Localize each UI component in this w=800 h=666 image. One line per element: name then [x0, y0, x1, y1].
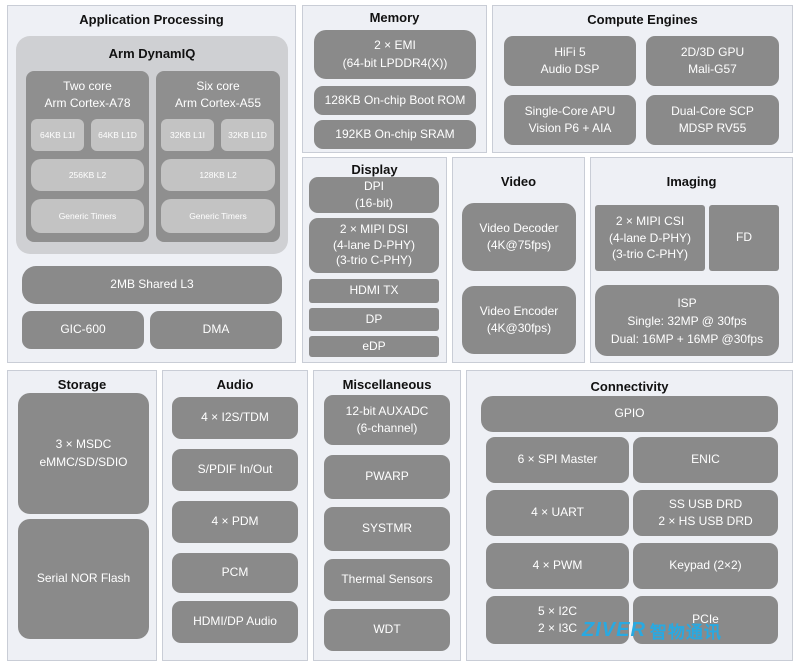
cortex-a55-title: Six core Arm Cortex-A55: [174, 78, 262, 110]
thermal-sensors: Thermal Sensors: [324, 559, 450, 601]
i2s-tdm: 4 × I2S/TDM: [172, 397, 298, 439]
storage-title: Storage: [57, 377, 107, 392]
auxadc: 12-bit AUXADC (6-channel): [324, 395, 450, 445]
video-panel: Video Video Decoder (4K@75fps) Video Enc…: [452, 157, 585, 363]
uart: 4 × UART: [486, 490, 629, 536]
msdc: 3 × MSDC eMMC/SD/SDIO: [18, 393, 149, 514]
a78-l1d: 64KB L1D: [91, 119, 144, 151]
onchip-sram: 192KB On-chip SRAM: [314, 120, 476, 149]
dp: DP: [309, 308, 439, 331]
i2c-i3c: 5 × I2C 2 × I3C: [486, 596, 629, 644]
application-processing-title: Application Processing: [79, 12, 224, 27]
hdmi-tx: HDMI TX: [309, 279, 439, 303]
edp: eDP: [309, 336, 439, 357]
memory-panel: Memory 2 × EMI (64-bit LPDDR4(X)) 128KB …: [302, 5, 487, 153]
a78-generic-timers: Generic Timers: [31, 199, 144, 233]
cortex-a78-block: Two core Arm Cortex-A78 64KB L1I 64KB L1…: [26, 71, 149, 242]
pdm: 4 × PDM: [172, 501, 298, 543]
ziver-chinese-text: 智物通讯: [649, 623, 722, 642]
dpi: DPI (16-bit): [309, 177, 439, 213]
keypad: Keypad (2×2): [633, 543, 778, 589]
arm-dynamiq-title: Arm DynamIQ: [108, 46, 196, 61]
pcie: PCIe: [633, 596, 778, 644]
systmr: SYSTMR: [324, 507, 450, 551]
dma: DMA: [150, 311, 282, 349]
imaging-title: Imaging: [666, 174, 717, 189]
audio-title: Audio: [216, 377, 254, 392]
ziver-logo: ZIVER: [582, 619, 646, 641]
connectivity-title: Connectivity: [590, 379, 669, 394]
gic-600: GIC-600: [22, 311, 144, 349]
mipi-dsi: 2 × MIPI DSI (4-lane D-PHY) (3-trio C-PH…: [309, 218, 439, 273]
wdt: WDT: [324, 609, 450, 651]
connectivity-panel: Connectivity GPIO 6 × SPI Master ENIC 4 …: [466, 370, 793, 661]
storage-panel: Storage 3 × MSDC eMMC/SD/SDIO Serial NOR…: [7, 370, 157, 661]
mdsp-scp: Dual-Core SCP MDSP RV55: [646, 95, 779, 145]
enic: ENIC: [633, 437, 778, 483]
mipi-csi: 2 × MIPI CSI (4-lane D-PHY) (3-trio C-PH…: [595, 205, 705, 271]
compute-engines-title: Compute Engines: [587, 12, 698, 27]
vision-p6-apu: Single-Core APU Vision P6 + AIA: [504, 95, 636, 145]
arm-dynamiq-cluster: Arm DynamIQ Two core Arm Cortex-A78 64KB…: [16, 36, 288, 254]
display-panel: Display DPI (16-bit) 2 × MIPI DSI (4-lan…: [302, 157, 447, 363]
a55-l1d: 32KB L1D: [221, 119, 274, 151]
spdif: S/PDIF In/Out: [172, 449, 298, 491]
usb-drd: SS USB DRD 2 × HS USB DRD: [633, 490, 778, 536]
pcm: PCM: [172, 553, 298, 593]
video-decoder: Video Decoder (4K@75fps): [462, 203, 576, 271]
hifi5-audio-dsp: HiFi 5 Audio DSP: [504, 36, 636, 86]
ziver-watermark: ZIVER 智物通讯: [582, 618, 722, 643]
emi: 2 × EMI (64-bit LPDDR4(X)): [314, 30, 476, 79]
video-encoder: Video Encoder (4K@30fps): [462, 286, 576, 354]
pwm: 4 × PWM: [486, 543, 629, 589]
imaging-panel: Imaging 2 × MIPI CSI (4-lane D-PHY) (3-t…: [590, 157, 793, 363]
memory-title: Memory: [369, 10, 420, 25]
a78-l2: 256KB L2: [31, 159, 144, 191]
pwarp: PWARP: [324, 455, 450, 499]
application-processing-panel: Application Processing Arm DynamIQ Two c…: [7, 5, 296, 363]
miscellaneous-panel: Miscellaneous 12-bit AUXADC (6-channel) …: [313, 370, 461, 661]
spi-master: 6 × SPI Master: [486, 437, 629, 483]
hdmi-dp-audio: HDMI/DP Audio: [172, 601, 298, 643]
compute-engines-panel: Compute Engines HiFi 5 Audio DSP 2D/3D G…: [492, 5, 793, 153]
video-title: Video: [500, 174, 537, 189]
a78-l1i: 64KB L1I: [31, 119, 84, 151]
cortex-a55-block: Six core Arm Cortex-A55 32KB L1I 32KB L1…: [156, 71, 280, 242]
face-detect-fd: FD: [709, 205, 779, 271]
mali-g57-gpu: 2D/3D GPU Mali-G57: [646, 36, 779, 86]
boot-rom: 128KB On-chip Boot ROM: [314, 86, 476, 115]
a55-l2: 128KB L2: [161, 159, 275, 191]
audio-panel: Audio 4 × I2S/TDM S/PDIF In/Out 4 × PDM …: [162, 370, 308, 661]
isp: ISP Single: 32MP @ 30fps Dual: 16MP + 16…: [595, 285, 779, 356]
serial-nor-flash: Serial NOR Flash: [18, 519, 149, 639]
a55-l1i: 32KB L1I: [161, 119, 214, 151]
display-title: Display: [351, 162, 398, 177]
miscellaneous-title: Miscellaneous: [342, 377, 432, 392]
shared-l3-cache: 2MB Shared L3: [22, 266, 282, 304]
gpio: GPIO: [481, 396, 778, 432]
a55-generic-timers: Generic Timers: [161, 199, 275, 233]
cortex-a78-title: Two core Arm Cortex-A78: [44, 78, 131, 110]
